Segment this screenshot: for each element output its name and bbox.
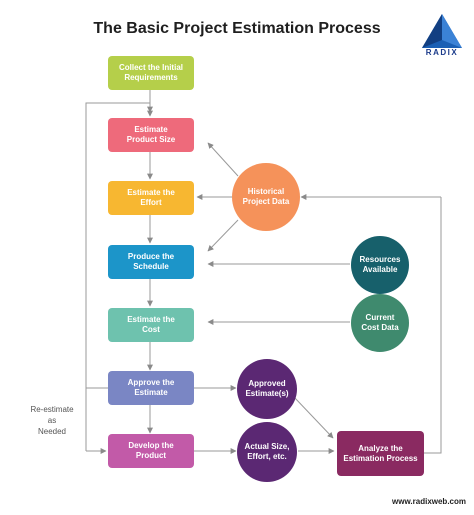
arrow-historical-size (207, 142, 239, 177)
step-label: Estimate Product Size (126, 125, 176, 144)
page-title: The Basic Project Estimation Process (93, 20, 381, 37)
input-current-cost-data: Current Cost Data (351, 294, 409, 352)
arrow-reestimate-approve (85, 102, 150, 389)
output-approved-estimates: Approved Estimate(s) (237, 359, 297, 419)
circle-label: Actual Size, Effort, etc. (244, 442, 290, 461)
arrow-approved-analyze (293, 396, 334, 439)
step-label: Produce the Schedule (127, 252, 175, 271)
step-develop-product: Develop the Product (108, 434, 194, 468)
circle-label: Resources Available (359, 255, 401, 274)
circle-label: Current Cost Data (361, 313, 399, 332)
circle-label: Approved Estimate(s) (245, 379, 289, 398)
step-approve-estimate: Approve the Estimate (108, 371, 194, 405)
step-estimate-effort: Estimate the Effort (108, 181, 194, 215)
step-label: Approve the Estimate (127, 378, 175, 397)
logo-text: RADIX (425, 48, 459, 57)
step-label: Collect the Initial Requirements (118, 63, 183, 82)
reestimate-note: Re-estimate as Needed (30, 405, 74, 436)
arrow-historical-schedule (207, 219, 239, 252)
step-produce-schedule: Produce the Schedule (108, 245, 194, 279)
step-estimate-size: Estimate Product Size (108, 118, 194, 152)
step-collect-requirements: Collect the Initial Requirements (108, 56, 194, 90)
circle-label: Historical Project Data (242, 187, 290, 206)
step-label: Develop the Product (128, 441, 174, 460)
footer-url: www.radixweb.com (392, 497, 466, 506)
input-resources-available: Resources Available (351, 236, 409, 294)
step-analyze-estimation: Analyze the Estimation Process (337, 431, 424, 476)
step-estimate-cost: Estimate the Cost (108, 308, 194, 342)
step-label: Estimate the Cost (127, 315, 175, 334)
radix-logo (414, 10, 470, 60)
step-label: Analyze the Estimation Process (343, 443, 418, 463)
step-label: Estimate the Effort (127, 188, 175, 207)
arrow-analyze-historical (424, 197, 442, 454)
input-historical-data: Historical Project Data (232, 163, 300, 231)
output-actual-size: Actual Size, Effort, etc. (237, 422, 297, 482)
